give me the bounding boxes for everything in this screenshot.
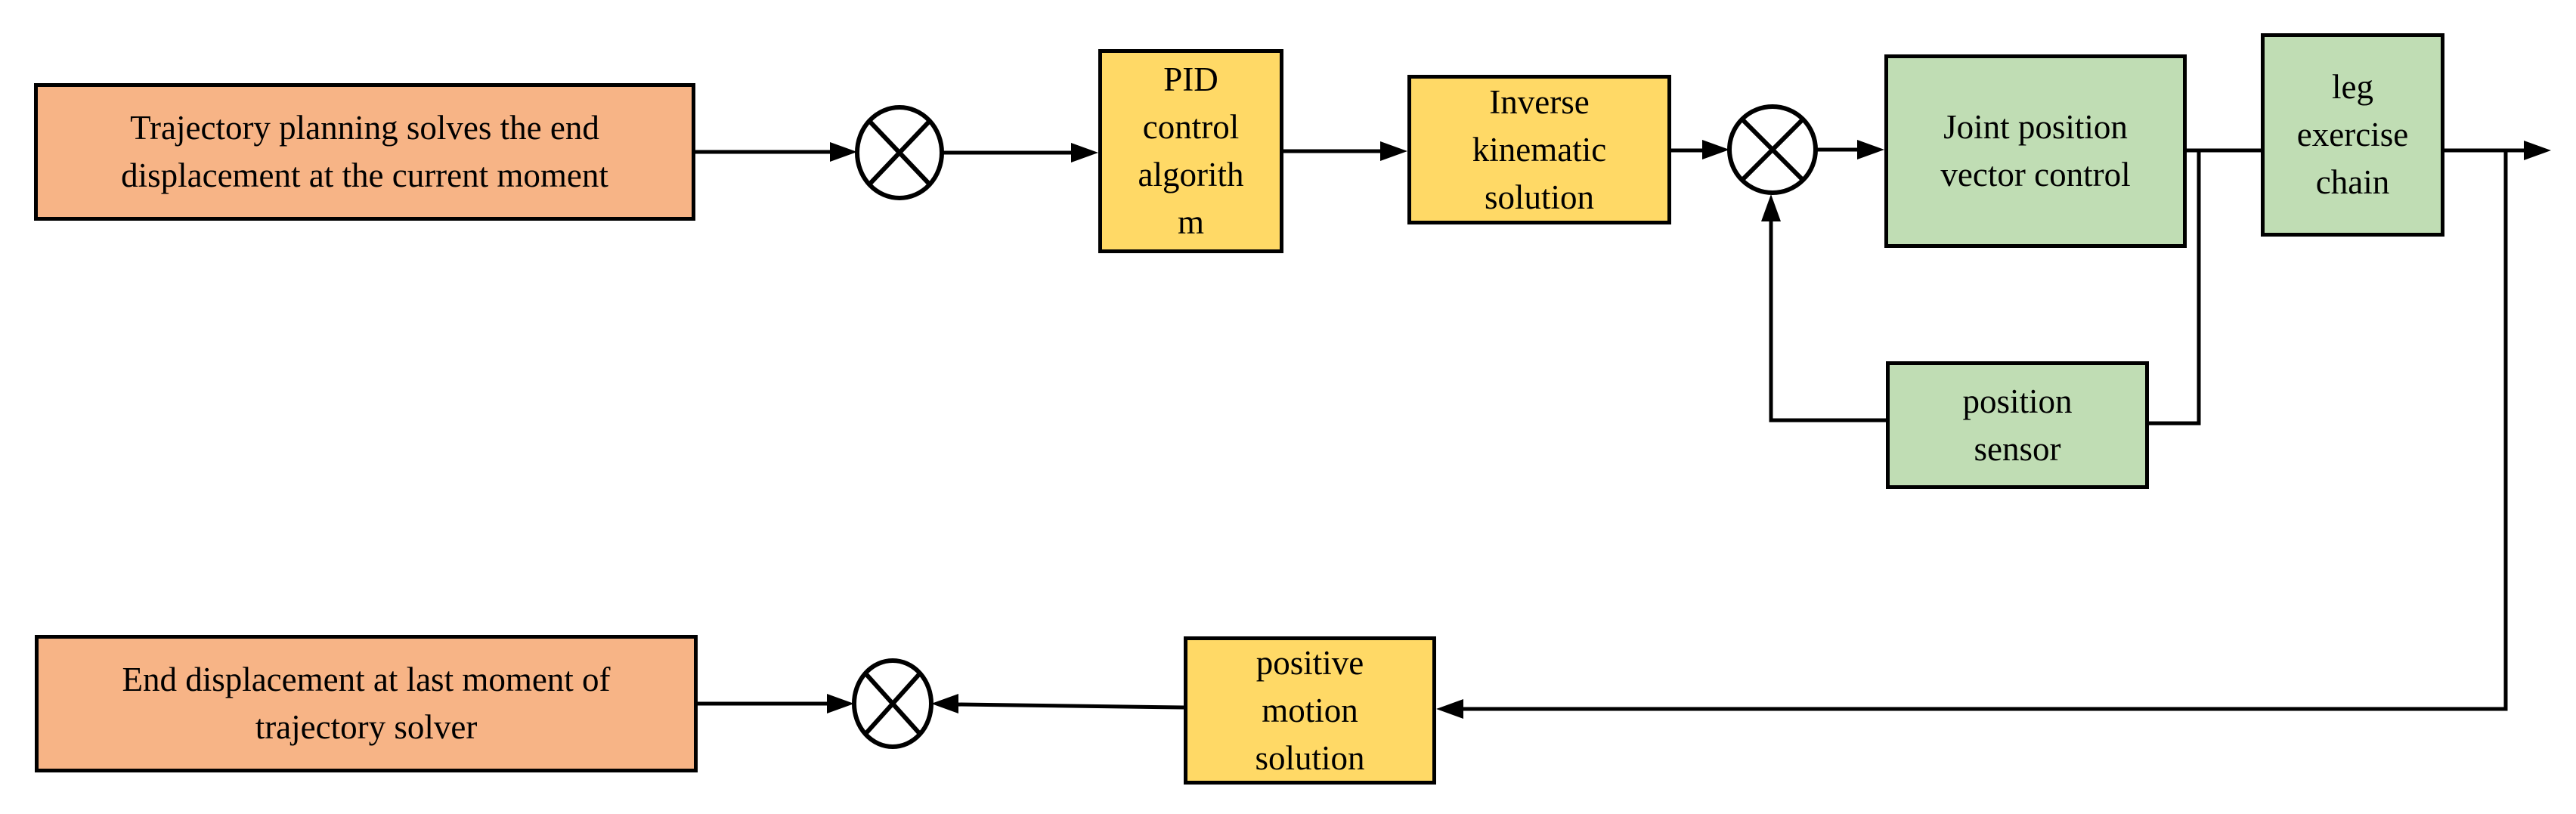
edge-sum2-to-joint bbox=[1816, 140, 1884, 159]
edge-output-to-positive-motion bbox=[1436, 150, 2508, 719]
arrowhead-right-icon bbox=[1702, 140, 1729, 159]
edge-trajectory-to-sum1 bbox=[695, 142, 857, 162]
node-leg-exercise-chain: leg exercise chain bbox=[2261, 33, 2444, 237]
arrowhead-right-icon bbox=[1071, 143, 1098, 162]
edge-joint-output-to-sensor bbox=[2149, 150, 2201, 426]
arrowhead-right-icon bbox=[2524, 141, 2551, 160]
sum-junction-2 bbox=[1727, 104, 1818, 195]
node-pid-control: PID control algorith m bbox=[1098, 49, 1283, 253]
edge-end-displacement-to-sum3 bbox=[698, 694, 854, 713]
arrowhead-left-icon bbox=[931, 694, 958, 713]
arrowhead-right-icon bbox=[827, 694, 854, 713]
arrowhead-up-icon bbox=[1761, 194, 1781, 221]
edge-sensor-to-sum2 bbox=[1761, 194, 1886, 422]
arrowhead-right-icon bbox=[830, 142, 857, 162]
node-end-displacement: End displacement at last moment of traje… bbox=[35, 635, 698, 772]
arrowhead-right-icon bbox=[1380, 141, 1407, 161]
edge-inverse-to-sum2 bbox=[1671, 140, 1729, 159]
node-positive-motion: positive motion solution bbox=[1184, 636, 1436, 785]
arrowhead-right-icon bbox=[1857, 140, 1884, 159]
node-inverse-kinematic: Inverse kinematic solution bbox=[1407, 75, 1671, 224]
edge-positive-motion-to-sum3 bbox=[931, 694, 1184, 713]
sum-junction-1 bbox=[855, 105, 944, 200]
arrowhead-left-icon bbox=[1436, 699, 1463, 719]
edge-pid-to-inverse bbox=[1283, 141, 1407, 161]
sum-junction-3 bbox=[852, 658, 933, 749]
node-trajectory-planning: Trajectory planning solves the end displ… bbox=[34, 83, 695, 221]
edge-leg-to-output bbox=[2444, 141, 2551, 160]
edge-sum1-to-pid bbox=[942, 143, 1098, 162]
node-joint-position-control: Joint position vector control bbox=[1884, 54, 2187, 248]
node-position-sensor: position sensor bbox=[1886, 361, 2149, 489]
